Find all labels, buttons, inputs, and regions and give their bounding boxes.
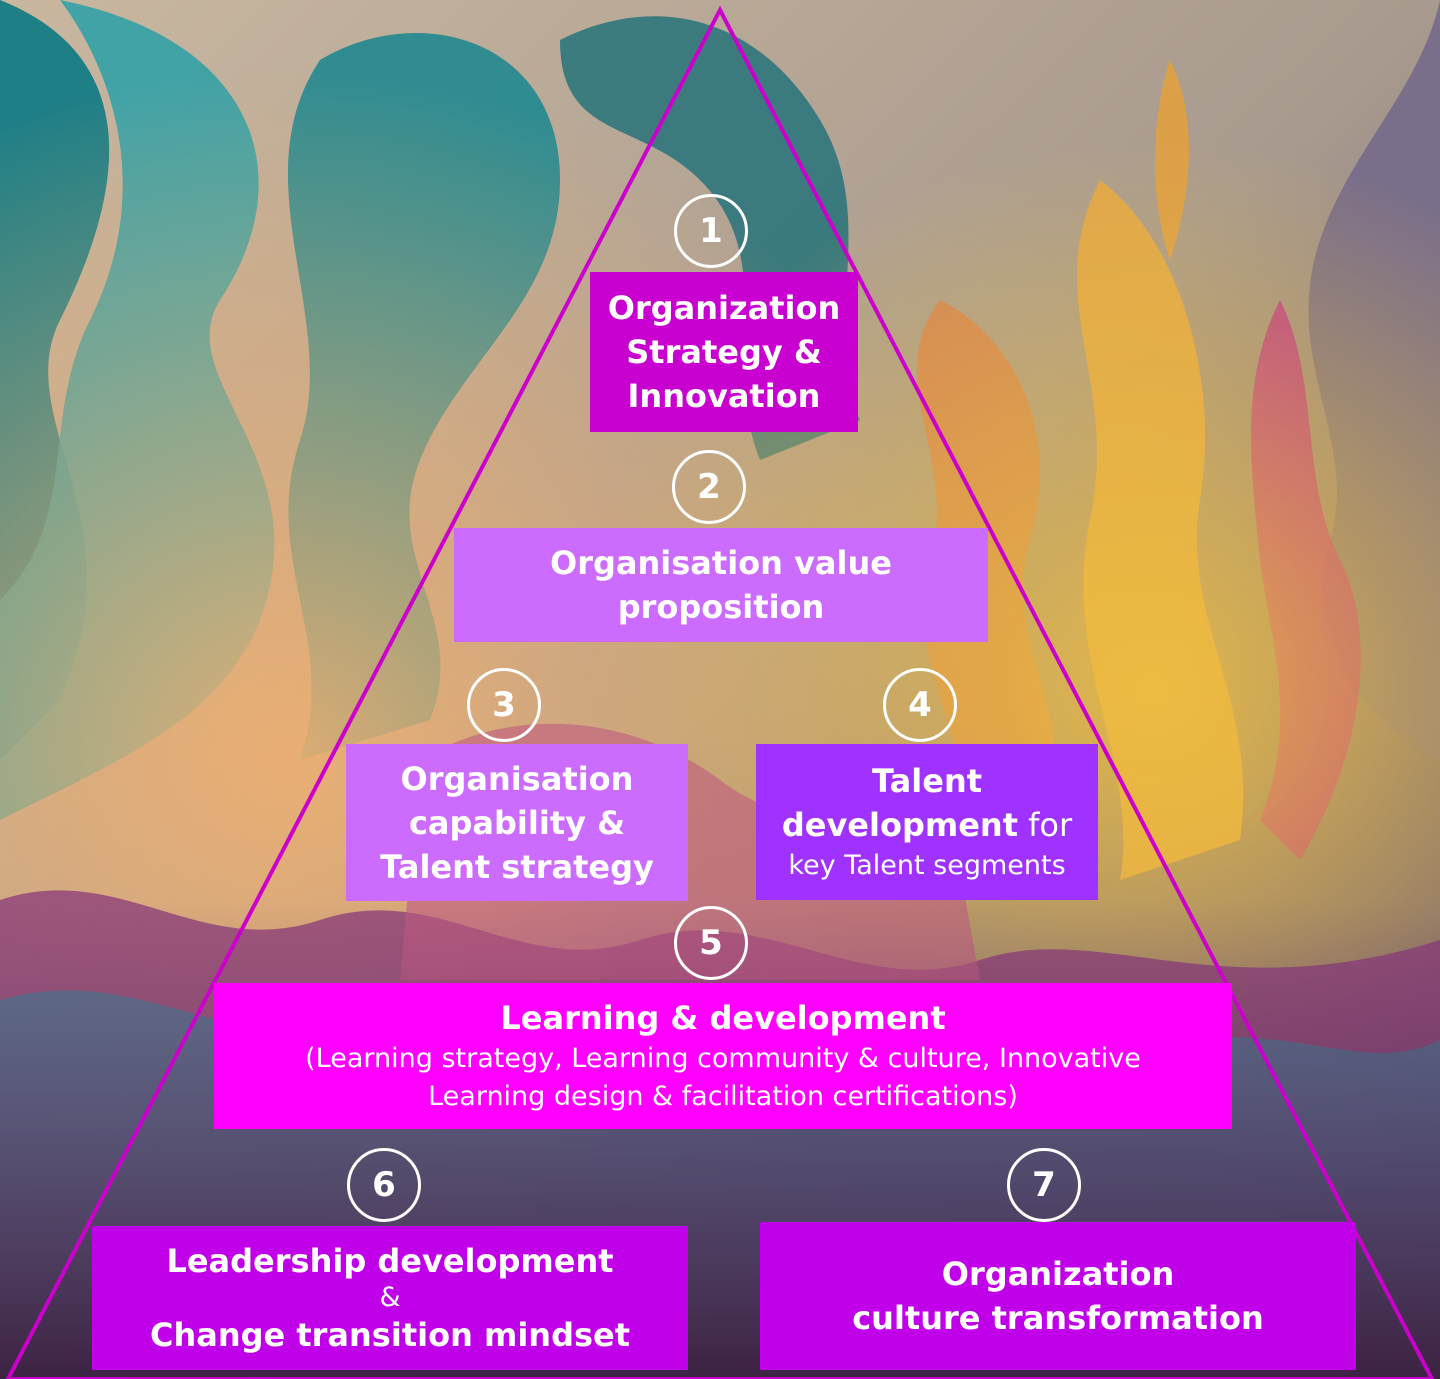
step-4-title: Talent development for xyxy=(782,759,1072,847)
step-7-number-badge: 7 xyxy=(1007,1148,1081,1222)
step-5-title: Learning & development xyxy=(500,999,946,1037)
step-5-box: Learning & development (Learning strateg… xyxy=(214,983,1232,1129)
step-7-box: Organization culture transformation xyxy=(760,1222,1356,1370)
step-1-number-badge: 1 xyxy=(674,194,748,268)
step-6-title-bottom: Change transition mindset xyxy=(149,1316,631,1354)
step-2-box: Organisation value proposition xyxy=(454,528,988,642)
step-3-box: Organisation capability & Talent strateg… xyxy=(346,744,688,901)
step-4-title-light: for xyxy=(1017,806,1073,844)
step-4-title-bold: Talent development xyxy=(781,762,1018,844)
step-4-box: Talent development for key Talent segmen… xyxy=(756,744,1098,900)
step-6-title-top: Leadership development xyxy=(166,1242,614,1280)
step-6-connector: & xyxy=(379,1282,401,1313)
step-3-number-badge: 3 xyxy=(467,668,541,742)
step-3-title: Organisation capability & Talent strateg… xyxy=(380,759,654,886)
step-4-number-badge: 4 xyxy=(883,668,957,742)
step-6-number-badge: 6 xyxy=(347,1148,421,1222)
step-4-subtitle: key Talent segments xyxy=(788,850,1066,881)
step-5-subtitle: (Learning strategy, Learning community &… xyxy=(305,1043,1141,1112)
step-2-title: Organisation value proposition xyxy=(550,544,892,626)
step-7-title: Organization culture transformation xyxy=(852,1255,1264,1337)
step-5-number-badge: 5 xyxy=(674,906,748,980)
step-6-box: Leadership development & Change transiti… xyxy=(92,1226,688,1370)
step-2-number-badge: 2 xyxy=(672,450,746,524)
step-1-box: Organization Strategy & Innovation xyxy=(590,272,858,432)
step-1-title: Organization Strategy & Innovation xyxy=(607,289,841,415)
